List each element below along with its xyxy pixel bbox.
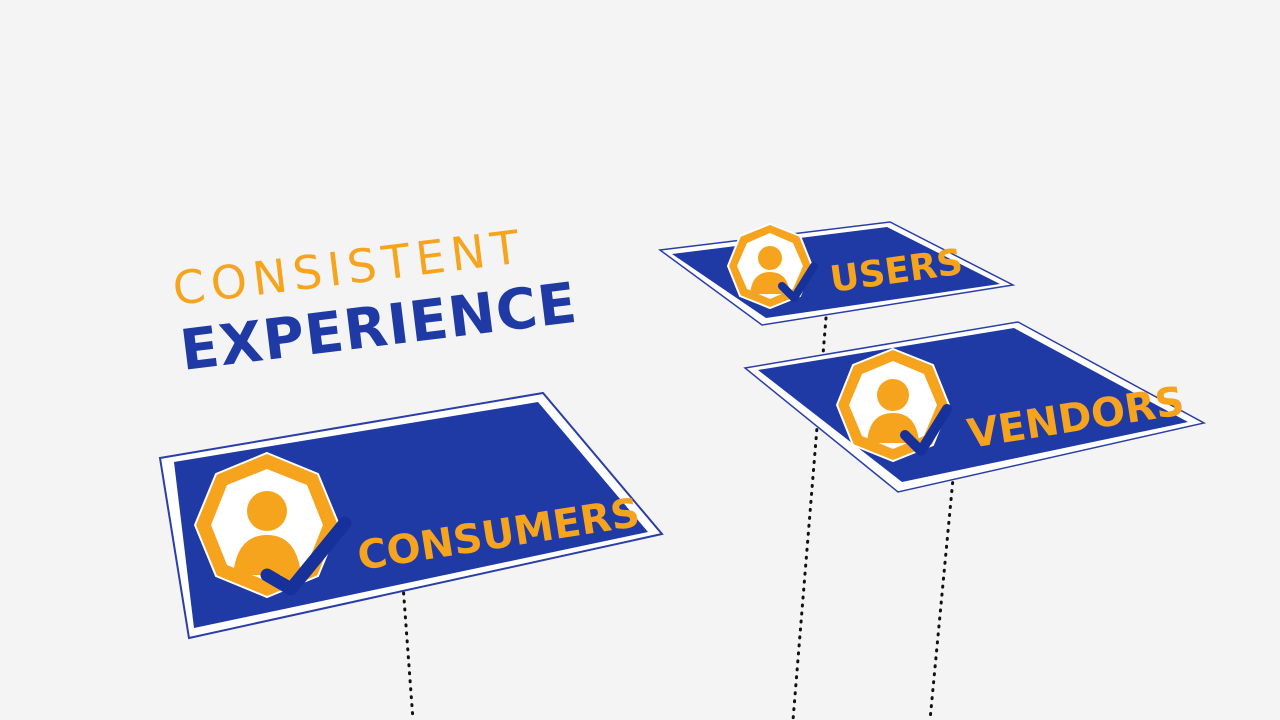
card-users: USERS bbox=[658, 221, 1016, 326]
card-vendors: VENDORS bbox=[743, 321, 1207, 493]
connector-line-users bbox=[791, 316, 828, 720]
connector-line-vendors bbox=[928, 393, 963, 720]
card-consumers: CONSUMERS bbox=[158, 391, 664, 640]
user-check-icon bbox=[726, 222, 818, 310]
connector-line-consumers bbox=[401, 583, 415, 720]
user-check-icon bbox=[193, 451, 352, 599]
user-check-icon bbox=[835, 347, 952, 463]
headline: CONSISTENT EXPERIENCE bbox=[170, 219, 581, 384]
